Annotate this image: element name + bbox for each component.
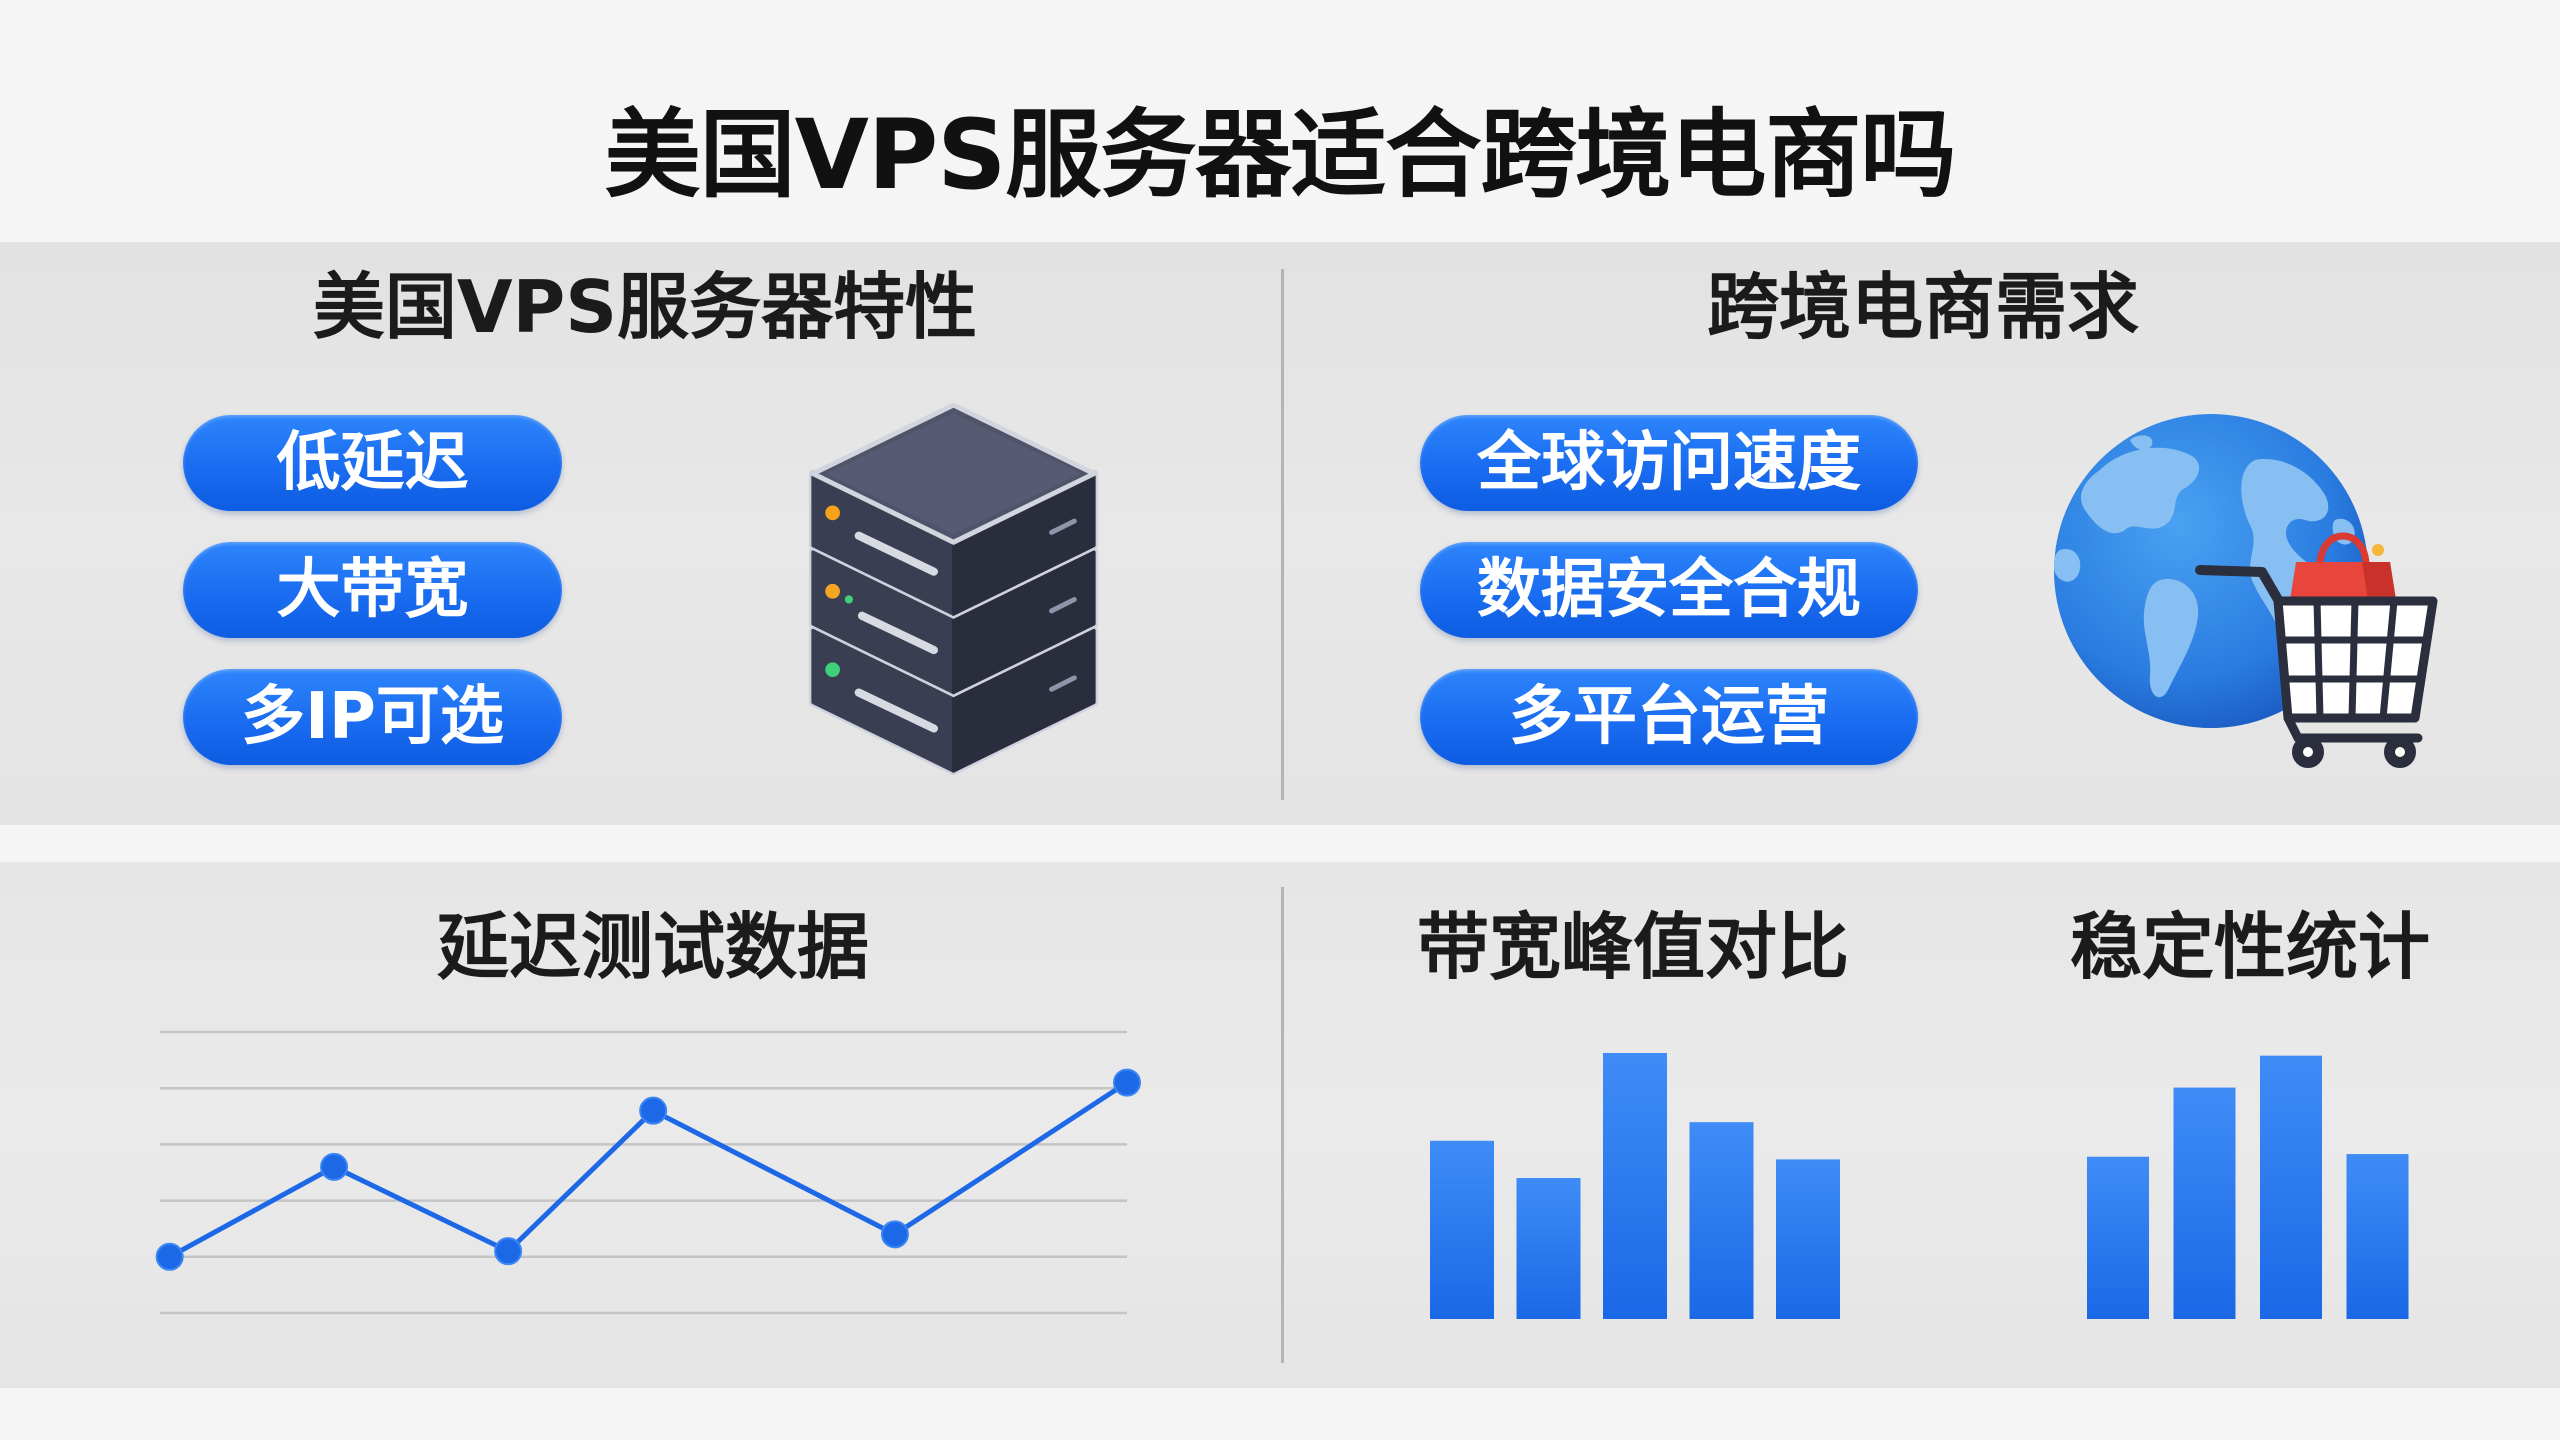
globe-shopping-cart-icon [2054,414,2438,768]
server-led-orange [825,583,840,599]
line-point [639,1096,668,1125]
stability-bar-chart [2087,1055,2409,1319]
line-point [1113,1068,1141,1097]
page-title: 美国VPS服务器适合跨境电商吗 [604,99,1957,211]
bar [2173,1087,2236,1319]
server-stack-icon [808,402,1099,776]
latency-chart-title: 延迟测试数据 [436,905,869,989]
bandwidth-bar-chart [1430,1053,1840,1319]
shopping-cart-icon [2195,565,2438,768]
bar [1689,1122,1754,1319]
need-pill-multi-platform: 多平台运营 [1420,669,1918,765]
line-point [155,1242,184,1271]
line-point [880,1220,909,1249]
bar [1430,1140,1494,1319]
top-divider [1281,269,1284,800]
line-point [494,1237,523,1266]
latency-line-chart [155,1030,1141,1315]
bar [2346,1154,2409,1319]
features-heading: 美国VPS服务器特性 [312,265,978,349]
cart-handle [2195,565,2285,608]
server-layer [808,626,1099,776]
server-layer [808,547,1099,697]
bottom-divider [1281,887,1284,1363]
stability-chart-title: 稳定性统计 [2069,905,2430,989]
need-pill-data-compliance: 数据安全合规 [1420,542,1918,638]
bar [2260,1055,2322,1319]
need-pill-global-speed: 全球访问速度 [1420,415,1918,511]
server-led-green [825,662,840,678]
series-line [167,1080,1130,1260]
bandwidth-chart-title: 带宽峰值对比 [1416,905,1849,989]
bar [1516,1178,1581,1319]
bar [1603,1053,1667,1319]
server-led-orange [825,505,840,521]
line-point [320,1152,349,1181]
feature-pill-multi-ip: 多IP可选 [183,669,562,765]
bar [2087,1156,2149,1319]
bar [1776,1159,1840,1319]
feature-pill-bandwidth: 大带宽 [183,542,562,638]
needs-heading: 跨境电商需求 [1706,265,2139,349]
feature-pill-low-latency: 低延迟 [183,415,562,511]
